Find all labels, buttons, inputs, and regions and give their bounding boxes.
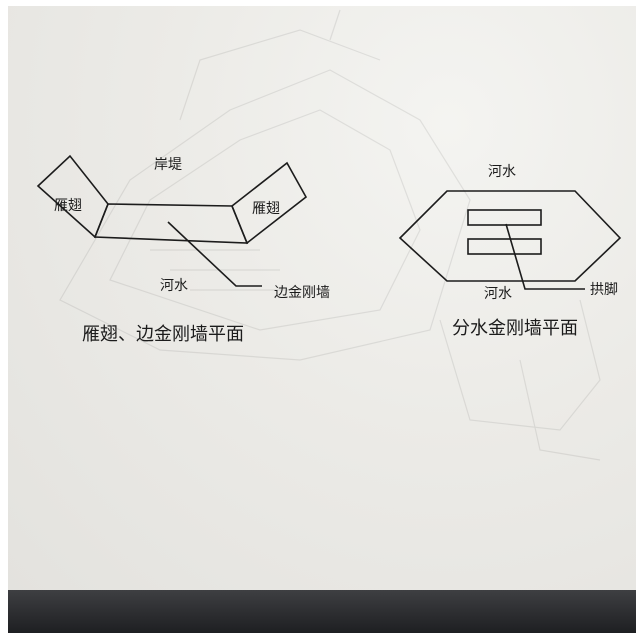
arch-foot-upper-rect — [467, 209, 542, 226]
edge-wall-leader-line — [167, 221, 262, 287]
arch-foot-lower-rect — [467, 238, 542, 255]
wing-left-label: 雁翅 — [54, 198, 82, 214]
river-top-label: 河水 — [488, 164, 516, 180]
right-diagram-caption: 分水金刚墙平面 — [452, 318, 578, 339]
river-bottom-label: 河水 — [484, 286, 512, 302]
book-page — [8, 6, 636, 592]
right-wing-wall-shape — [231, 161, 308, 245]
arch-foot-label: 拱脚 — [590, 282, 618, 298]
left-diagram-caption: 雁翅、边金刚墙平面 — [82, 324, 244, 345]
edge-wall-callout-label: 边金刚墙 — [274, 285, 330, 301]
pier-wall-shape — [398, 190, 622, 282]
edge-diamond-wall-shape — [93, 203, 249, 244]
left-wing-wall-shape — [36, 154, 109, 239]
bank-label: 岸堤 — [154, 157, 182, 173]
river-label-left: 河水 — [160, 278, 188, 294]
arch-foot-leader-line — [505, 223, 585, 290]
page-bottom-shadow — [8, 590, 636, 633]
wing-right-label: 雁翅 — [252, 201, 280, 217]
